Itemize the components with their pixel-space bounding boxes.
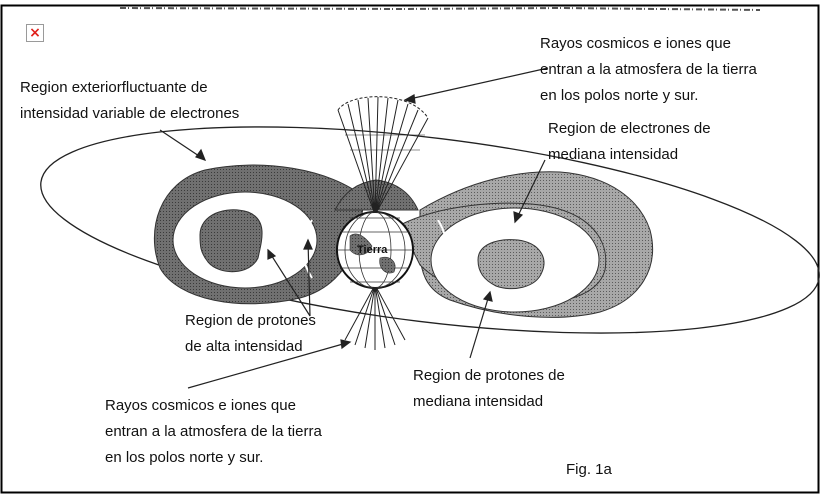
label-earth: Tierra (357, 244, 388, 256)
figure-caption: Fig. 1a (566, 461, 613, 478)
label-high-protons-line1: Region de protones (185, 312, 316, 329)
label-medium-protons-line2: mediana intensidad (413, 393, 543, 410)
label-medium-electrons-line1: Region de electrones de (548, 120, 711, 137)
right-proton-core (477, 239, 545, 290)
leader-lines (159, 67, 549, 389)
frame-border (0, 4, 820, 494)
label-bottom-left-line1: Rayos cosmicos e iones que (105, 397, 296, 414)
label-outer-region-line1: Region exteriorfluctuante de (20, 79, 208, 96)
left-proton-core (199, 209, 263, 273)
outer-electron-region (40, 126, 820, 334)
north-funnel (337, 96, 429, 216)
south-funnel (344, 284, 406, 350)
label-medium-electrons-line2: mediana intensidad (548, 146, 678, 163)
broken-image-x: × (29, 25, 41, 41)
broken-image-icon: × (26, 24, 44, 42)
label-top-right-line2: entran a la atmosfera de la tierra (540, 61, 757, 78)
earth-globe (336, 211, 414, 289)
label-top-right-line3: en los polos norte y sur. (540, 87, 698, 104)
label-medium-protons-line1: Region de protones de (413, 367, 565, 384)
label-top-right-line1: Rayos cosmicos e iones que (540, 35, 731, 52)
label-high-protons-line2: de alta intensidad (185, 338, 303, 355)
label-outer-region-line2: intensidad variable de electrones (20, 105, 239, 122)
label-bottom-left-line2: entran a la atmosfera de la tierra (105, 423, 322, 440)
label-bottom-left-line3: en los polos norte y sur. (105, 449, 263, 466)
scan-edge (119, 6, 761, 11)
